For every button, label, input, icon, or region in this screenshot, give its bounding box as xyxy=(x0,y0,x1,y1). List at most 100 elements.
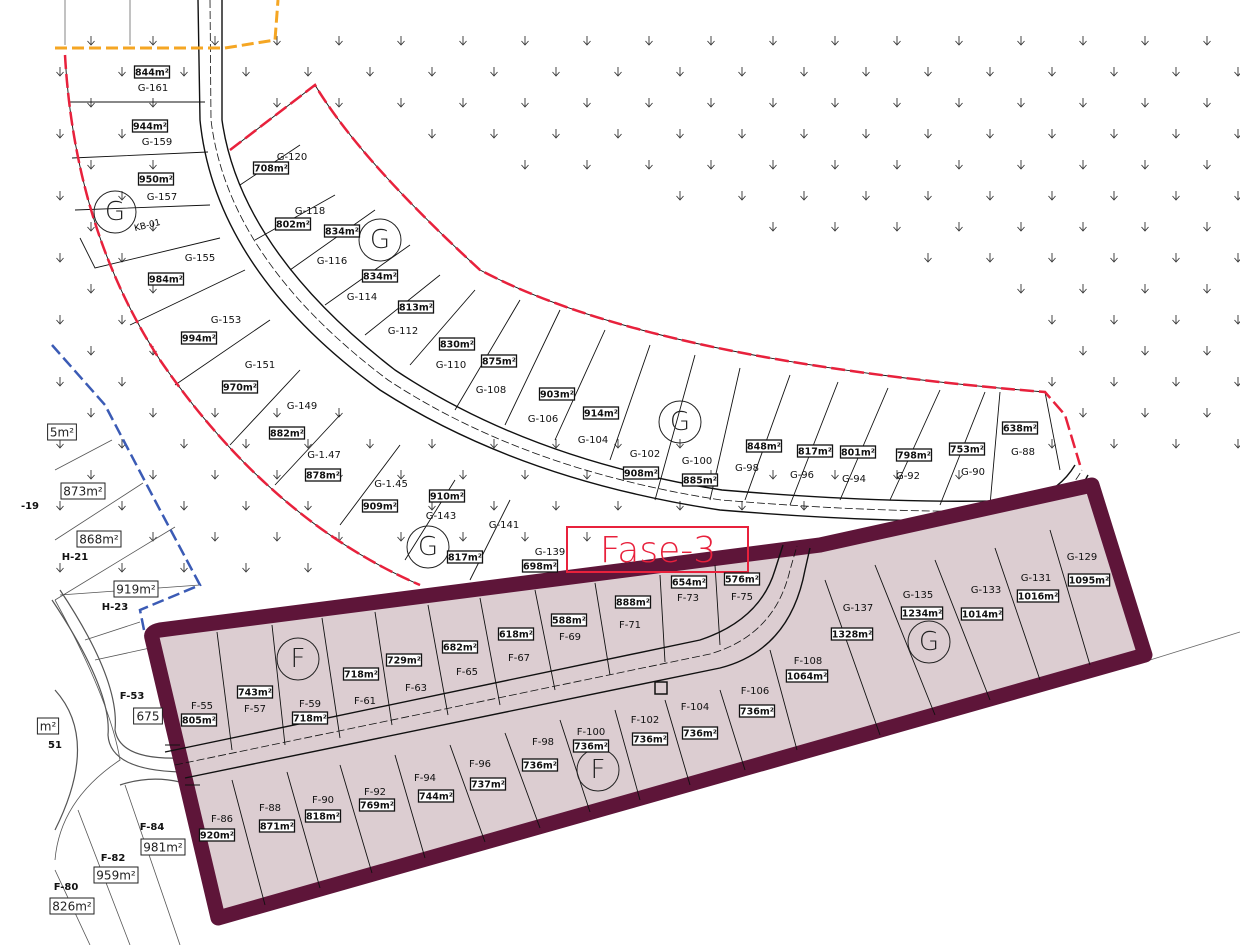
kb-01-label: KB-01 xyxy=(133,218,161,234)
lot-g-135[interactable]: G-135 1234m² xyxy=(900,590,944,620)
lot-area: 744m² xyxy=(419,792,453,803)
area-box xyxy=(198,828,236,842)
lot-area: 970m² xyxy=(223,383,257,394)
vegetation-icon xyxy=(428,67,436,77)
zone-marker-letter: G xyxy=(370,225,390,255)
lot-id: F-75 xyxy=(731,592,753,603)
vegetation-icon xyxy=(1234,67,1240,77)
lot-id: G-161 xyxy=(138,83,168,94)
vegetation-icon xyxy=(118,377,126,387)
vegetation-icon xyxy=(1234,191,1240,201)
vegetation-icon xyxy=(1141,408,1149,418)
vegetation-icon xyxy=(459,532,467,542)
area-box xyxy=(385,653,423,667)
vegetation-icon xyxy=(893,36,901,46)
vegetation-icon xyxy=(1079,408,1087,418)
lot-area: 576m² xyxy=(725,575,759,586)
area-box xyxy=(681,726,719,740)
lot-id: G-135 xyxy=(903,590,933,601)
outer-lot[interactable]: 5m² xyxy=(47,423,77,441)
area-box xyxy=(268,426,306,440)
vegetation-icon xyxy=(800,501,808,511)
area-box xyxy=(796,444,834,458)
lot-area: m² xyxy=(40,720,57,734)
area-box xyxy=(960,607,1004,621)
lot-id: G-96 xyxy=(790,470,814,481)
lot-area: 950m² xyxy=(139,175,173,186)
vegetation-icon xyxy=(1079,284,1087,294)
lot-area: 1234m² xyxy=(902,609,943,620)
vegetation-icon xyxy=(87,36,95,46)
vegetation-icon xyxy=(87,160,95,170)
vegetation-icon xyxy=(521,532,529,542)
lot-f-75[interactable]: F-75 576m² xyxy=(723,572,761,603)
lot-id: G-94 xyxy=(842,474,866,485)
lot-id: G-104 xyxy=(578,435,608,446)
lot-area: 769m² xyxy=(360,801,394,812)
